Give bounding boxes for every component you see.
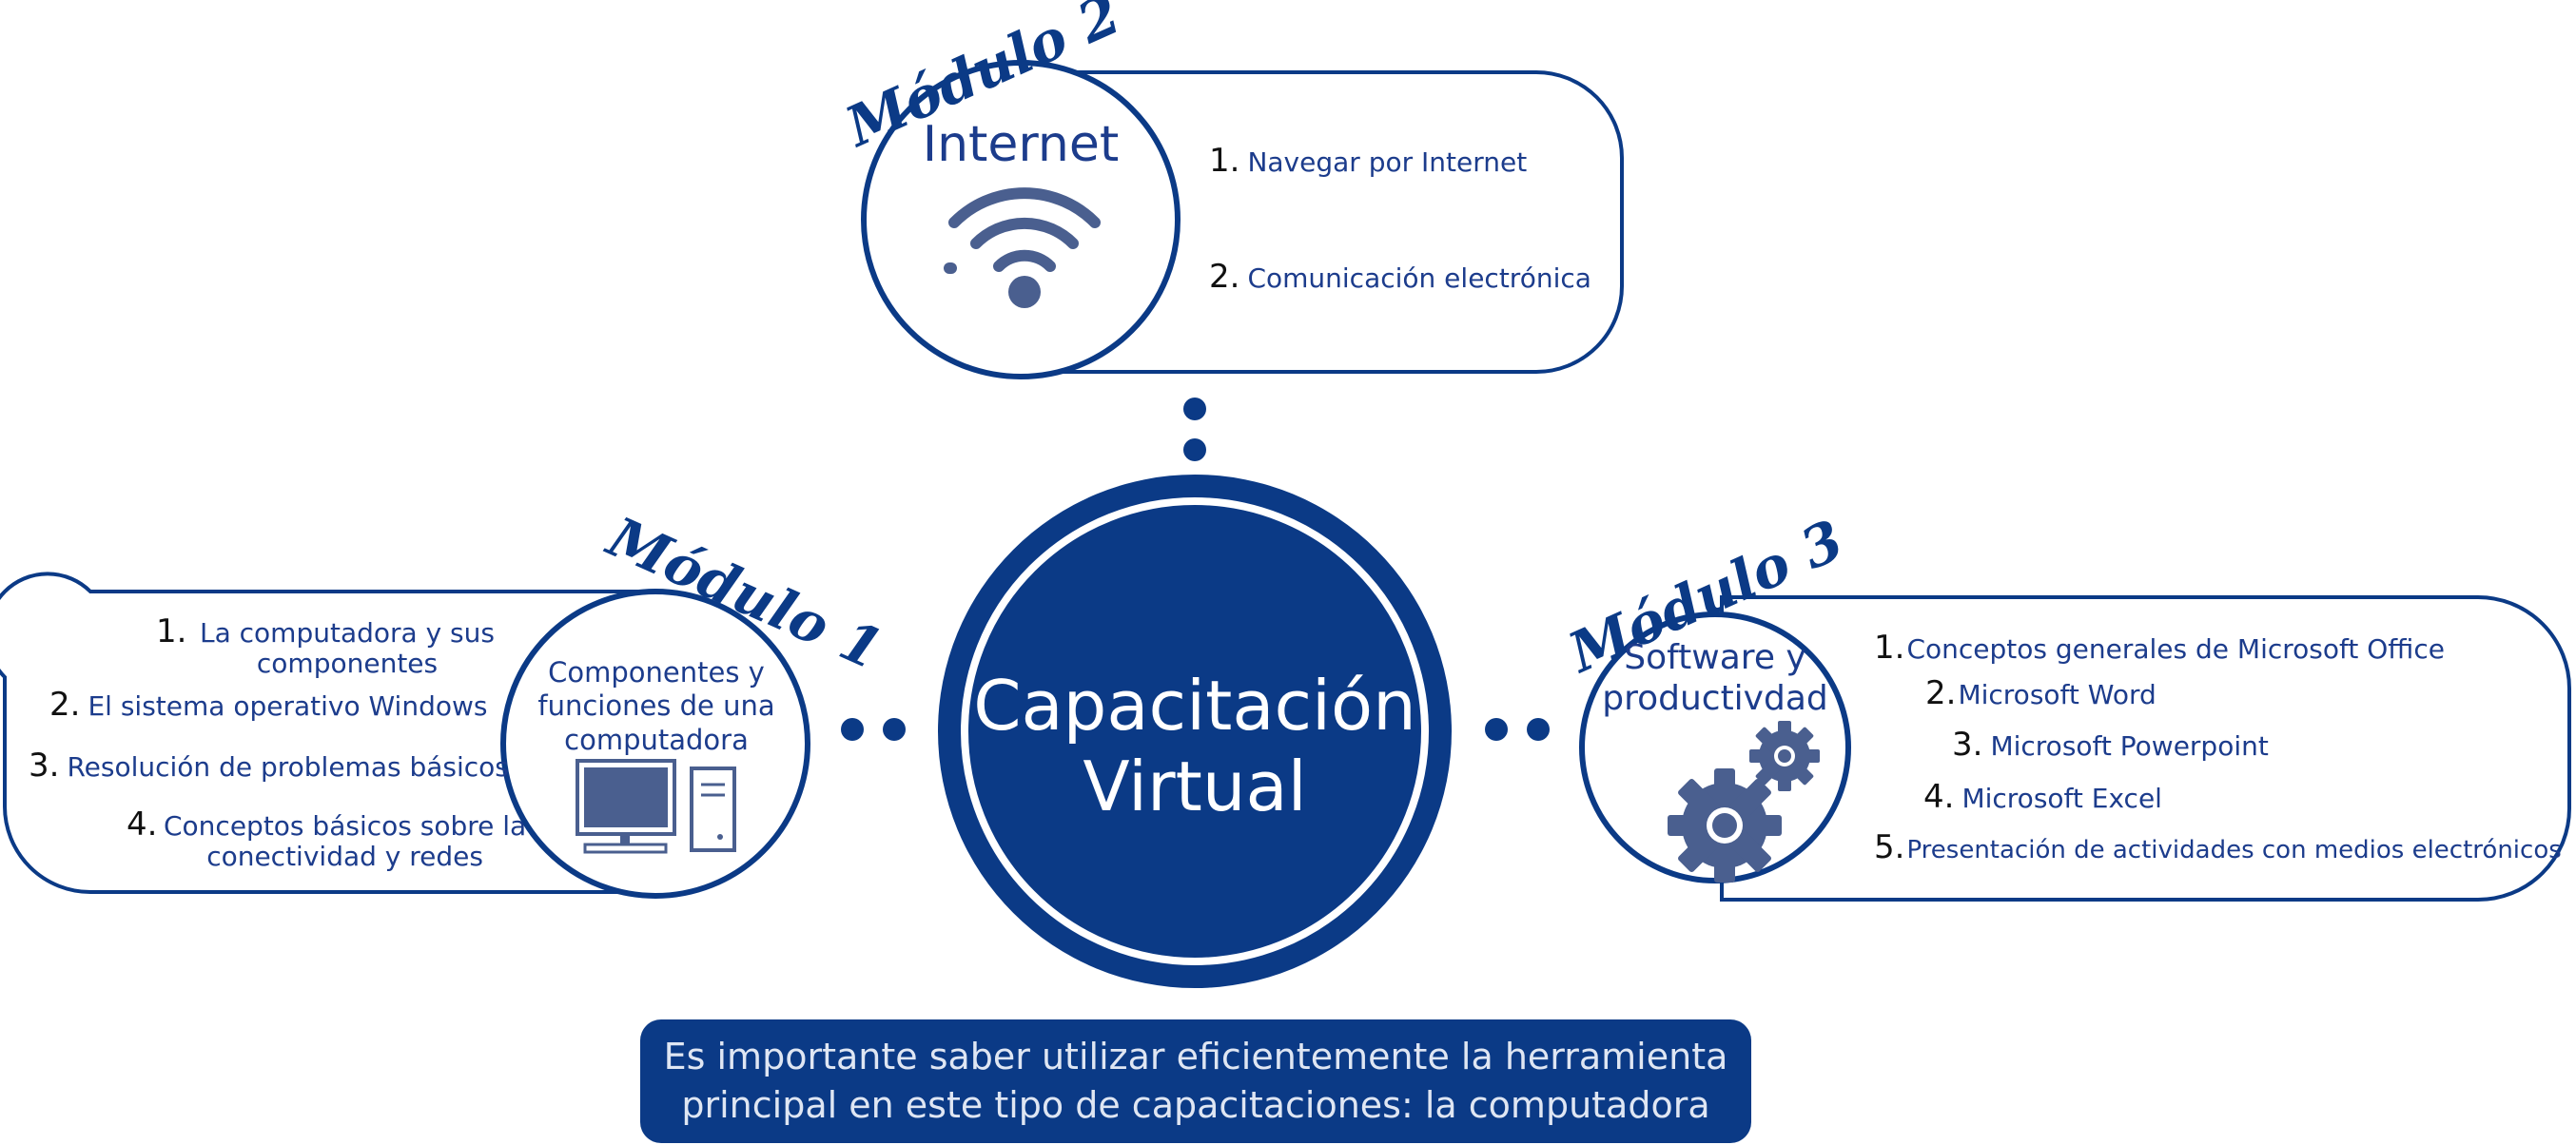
- module-3-title-line-1: Software y: [1624, 638, 1806, 677]
- center-circle-outer: [938, 475, 1452, 988]
- connector-dot: [883, 718, 906, 741]
- module-1-title-line-1: Componentes y: [548, 656, 765, 689]
- module-2-title: Internet: [922, 116, 1120, 173]
- center-title: Capacitación Virtual: [966, 666, 1423, 827]
- item-text: Microsoft Excel: [1961, 783, 2162, 814]
- module-1-title: Componentes y funciones de una computado…: [528, 656, 785, 757]
- item-text: Resolución de problemas básicos: [67, 751, 509, 783]
- module-1-item-1-text: La computadora y sus componentes: [200, 617, 495, 680]
- item-number: 2.: [1209, 258, 1240, 296]
- item-text: El sistema operativo Windows: [88, 690, 488, 722]
- note-line-2: principal en este tipo de capacitaciones…: [681, 1084, 1710, 1126]
- item-text: Conceptos generales de Microsoft Office: [1906, 633, 2445, 665]
- item-text-line-1: La computadora y sus: [200, 617, 495, 649]
- item-number: 1.: [1874, 629, 1905, 667]
- connector-dot: [841, 718, 864, 741]
- gears-icon: [1668, 721, 1820, 883]
- module-1-item-4-text: Conceptos básicos sobre la conectividad …: [164, 810, 527, 873]
- item-text-line-1: Conceptos básicos sobre la: [164, 810, 527, 842]
- module-1-item-1: 1.: [156, 612, 194, 650]
- module-1-item-4: 4.: [127, 805, 165, 844]
- module-3-item-4: 4.Microsoft Excel: [1923, 778, 2162, 816]
- item-text-line-2: conectividad y redes: [206, 841, 483, 873]
- item-number: 4.: [1923, 778, 1955, 816]
- computer-icon: [576, 759, 736, 854]
- connector-dot: [1485, 718, 1508, 741]
- module-2-item-1: 1.Navegar por Internet: [1209, 142, 1528, 180]
- item-number: 2.: [1925, 674, 1957, 712]
- module-3-title-line-2: productivdad: [1602, 679, 1828, 719]
- item-number: 1.: [1209, 142, 1240, 180]
- module-1-panel: [0, 572, 658, 894]
- module-3-item-2: 2.Microsoft Word: [1925, 674, 2156, 712]
- item-text-line-2: componentes: [256, 648, 439, 680]
- item-text: Microsoft Word: [1958, 679, 2156, 710]
- module-1-item-3: 3.Resolución de problemas básicos: [29, 747, 509, 785]
- connector-dots: [841, 398, 1550, 741]
- note-box: Es importante saber utilizar eficienteme…: [640, 1019, 1751, 1143]
- module-3-item-3: 3.Microsoft Powerpoint: [1952, 726, 2269, 764]
- item-text: Microsoft Powerpoint: [1990, 730, 2269, 762]
- center-circle-ring: [961, 497, 1429, 965]
- item-number: 1.: [156, 612, 187, 650]
- item-text: Navegar por Internet: [1247, 146, 1528, 178]
- module-1-title-line-3: computadora: [564, 723, 749, 756]
- connector-dot: [1527, 718, 1550, 741]
- module-3-item-5: 5.Presentación de actividades con medios…: [1874, 828, 2562, 866]
- item-text: Comunicación electrónica: [1247, 262, 1591, 294]
- module-3-item-1: 1.Conceptos generales de Microsoft Offic…: [1874, 629, 2445, 667]
- center-title-line-2: Virtual: [1083, 746, 1307, 826]
- center-title-line-1: Capacitación: [973, 666, 1416, 746]
- item-text: Presentación de actividades con medios e…: [1906, 836, 2562, 864]
- module-1-title-line-2: funciones de una: [537, 689, 775, 723]
- module-3-panel: [1720, 595, 2571, 902]
- note-line-1: Es importante saber utilizar eficienteme…: [663, 1035, 1728, 1077]
- module-3-title: Software y productivdad: [1601, 637, 1829, 719]
- item-number: 3.: [29, 747, 60, 785]
- module-1-item-2: 2.El sistema operativo Windows: [49, 686, 488, 724]
- wifi-icon: [944, 187, 1101, 308]
- item-number: 5.: [1874, 828, 1905, 866]
- module-2-panel: [1021, 70, 1624, 374]
- item-number: 4.: [127, 805, 158, 844]
- item-number: 3.: [1952, 726, 1983, 764]
- connector-dot: [1183, 438, 1206, 461]
- item-number: 2.: [49, 686, 81, 724]
- connector-dot: [1183, 398, 1206, 420]
- module-2-item-2: 2.Comunicación electrónica: [1209, 258, 1591, 296]
